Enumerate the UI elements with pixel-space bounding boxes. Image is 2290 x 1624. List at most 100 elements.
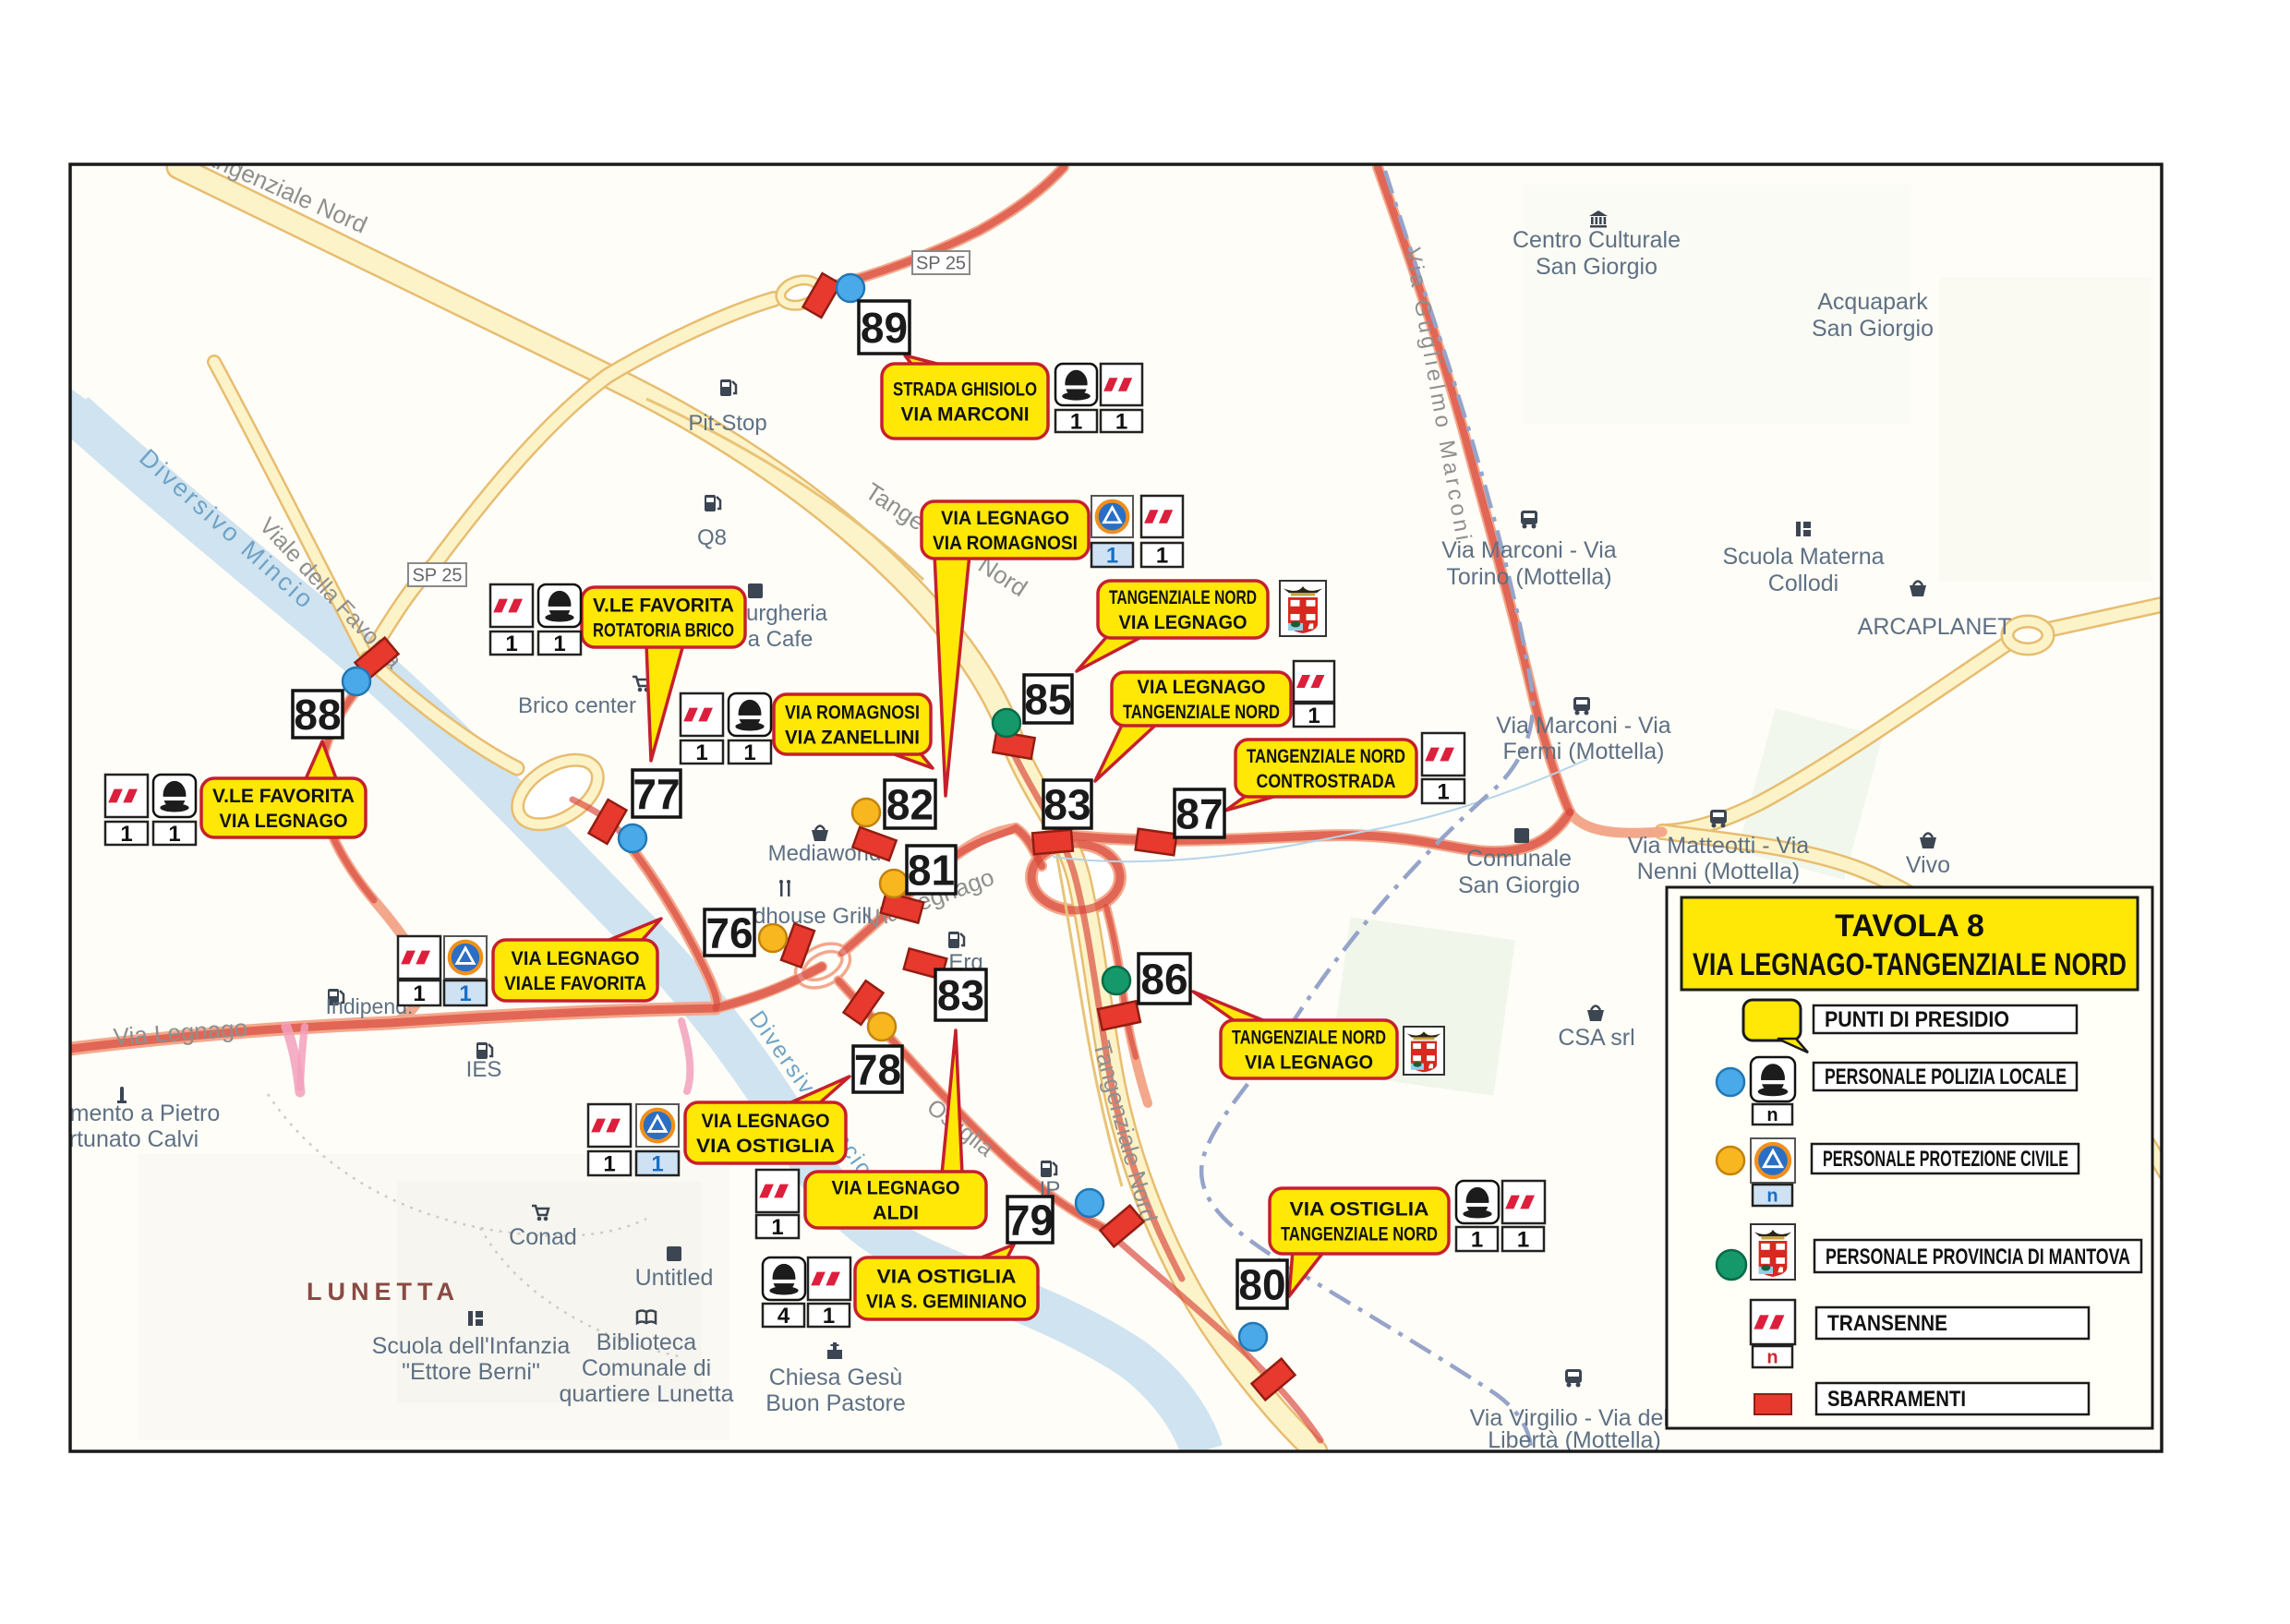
svg-text:San Giorgio: San Giorgio xyxy=(1458,872,1580,898)
svg-text:V.LE FAVORITA: V.LE FAVORITA xyxy=(593,595,734,616)
svg-text:Via Marconi - Via: Via Marconi - Via xyxy=(1496,713,1671,739)
svg-text:TAVOLA 8: TAVOLA 8 xyxy=(1835,908,1984,944)
svg-text:Via Virgilio - Via della: Via Virgilio - Via della xyxy=(1470,1405,1687,1431)
svg-text:TANGENZIALE NORD: TANGENZIALE NORD xyxy=(1232,1027,1386,1048)
svg-text:1: 1 xyxy=(1106,544,1118,569)
svg-text:SBARRAMENTI: SBARRAMENTI xyxy=(1827,1387,1966,1412)
svg-text:Scuola dell'Infanzia: Scuola dell'Infanzia xyxy=(372,1333,571,1359)
svg-text:1: 1 xyxy=(695,740,707,765)
svg-text:VIA LEGNAGO: VIA LEGNAGO xyxy=(1138,677,1266,698)
svg-text:1: 1 xyxy=(1308,704,1320,728)
svg-text:quartiere Lunetta: quartiere Lunetta xyxy=(559,1381,733,1407)
svg-text:1: 1 xyxy=(1115,410,1127,435)
svg-text:SP 25: SP 25 xyxy=(412,566,462,586)
svg-text:76: 76 xyxy=(705,909,753,957)
svg-text:LUNETTA: LUNETTA xyxy=(307,1278,460,1305)
svg-text:"Ettore Berni": "Ettore Berni" xyxy=(402,1359,540,1385)
svg-text:Pit-Stop: Pit-Stop xyxy=(688,411,766,436)
svg-text:umento a Pietro: umento a Pietro xyxy=(57,1101,221,1126)
svg-text:1: 1 xyxy=(823,1304,835,1329)
svg-text:77: 77 xyxy=(633,770,680,818)
svg-text:VIA LEGNAGO: VIA LEGNAGO xyxy=(220,811,348,832)
svg-text:VIA S. GEMINIANO: VIA S. GEMINIANO xyxy=(866,1291,1027,1312)
svg-text:85: 85 xyxy=(1024,676,1071,724)
svg-text:Comunale di: Comunale di xyxy=(582,1355,711,1381)
svg-text:n: n xyxy=(1766,1186,1778,1207)
svg-text:1: 1 xyxy=(120,822,132,847)
svg-text:IES: IES xyxy=(466,1057,502,1082)
svg-text:Q8: Q8 xyxy=(697,525,727,550)
svg-text:80: 80 xyxy=(1238,1261,1285,1309)
svg-text:1: 1 xyxy=(1156,544,1168,569)
svg-text:VIA ROMAGNOSI: VIA ROMAGNOSI xyxy=(785,702,920,723)
svg-text:87: 87 xyxy=(1175,790,1223,838)
svg-text:VIA LEGNAGO-TANGENZIALE NORD: VIA LEGNAGO-TANGENZIALE NORD xyxy=(1693,947,2127,982)
svg-text:88: 88 xyxy=(294,691,341,739)
svg-text:SP 25: SP 25 xyxy=(916,254,966,274)
svg-text:Vivo: Vivo xyxy=(1906,852,1950,878)
svg-text:Libertà (Mottella): Libertà (Mottella) xyxy=(1488,1427,1661,1453)
svg-text:TANGENZIALE NORD: TANGENZIALE NORD xyxy=(1123,702,1280,723)
svg-text:urgheria: urgheria xyxy=(746,601,828,626)
svg-text:a Cafe: a Cafe xyxy=(748,627,814,652)
svg-text:PERSONALE PROTEZIONE CIVILE: PERSONALE PROTEZIONE CIVILE xyxy=(1823,1147,2068,1172)
svg-text:PERSONALE PROVINCIA DI MANTOVA: PERSONALE PROVINCIA DI MANTOVA xyxy=(1826,1245,2130,1269)
svg-text:CONTROSTRADA: CONTROSTRADA xyxy=(1257,771,1396,792)
svg-text:1: 1 xyxy=(1517,1228,1529,1253)
svg-text:81: 81 xyxy=(908,847,955,895)
svg-text:1: 1 xyxy=(651,1152,663,1177)
svg-text:TANGENZIALE NORD: TANGENZIALE NORD xyxy=(1109,587,1257,608)
svg-text:Brico center: Brico center xyxy=(518,693,636,718)
svg-text:1: 1 xyxy=(505,632,517,656)
svg-text:Torino (Mottella): Torino (Mottella) xyxy=(1446,564,1611,590)
svg-text:1: 1 xyxy=(603,1152,615,1177)
svg-text:Centro Culturale: Centro Culturale xyxy=(1513,227,1681,253)
svg-text:TRANSENNE: TRANSENNE xyxy=(1827,1311,1947,1336)
svg-text:TANGENZIALE NORD: TANGENZIALE NORD xyxy=(1281,1223,1438,1245)
svg-text:Chiesa Gesù: Chiesa Gesù xyxy=(769,1365,903,1390)
svg-text:Scuola Materna: Scuola Materna xyxy=(1722,544,1884,570)
svg-text:1: 1 xyxy=(771,1215,783,1240)
svg-text:VIA LEGNAGO: VIA LEGNAGO xyxy=(1119,612,1247,633)
svg-text:ALDI: ALDI xyxy=(873,1202,919,1223)
svg-text:4: 4 xyxy=(777,1304,790,1329)
svg-text:1: 1 xyxy=(1471,1228,1483,1253)
svg-text:89: 89 xyxy=(861,304,908,352)
svg-text:1: 1 xyxy=(553,632,565,656)
svg-text:San Giorgio: San Giorgio xyxy=(1536,254,1657,280)
svg-text:Buon Pastore: Buon Pastore xyxy=(765,1390,906,1416)
svg-text:VIA LEGNAGO: VIA LEGNAGO xyxy=(702,1111,830,1132)
svg-text:CSA srl: CSA srl xyxy=(1558,1025,1634,1051)
svg-text:STRADA GHISIOLO: STRADA GHISIOLO xyxy=(893,379,1037,400)
svg-text:1: 1 xyxy=(168,822,180,847)
svg-text:VIA ROMAGNOSI: VIA ROMAGNOSI xyxy=(933,533,1078,554)
svg-text:Via Marconi - Via: Via Marconi - Via xyxy=(1441,537,1617,563)
svg-text:Biblioteca: Biblioteca xyxy=(597,1329,696,1355)
svg-text:VIALE FAVORITA: VIALE FAVORITA xyxy=(504,973,646,994)
svg-text:ARCAPLANET: ARCAPLANET xyxy=(1858,614,2012,640)
svg-text:Via Matteotti - Via: Via Matteotti - Via xyxy=(1628,833,1809,859)
svg-text:TANGENZIALE NORD: TANGENZIALE NORD xyxy=(1247,746,1405,767)
svg-text:86: 86 xyxy=(1140,956,1187,1004)
svg-text:n: n xyxy=(1766,1105,1778,1125)
svg-text:ROTATORIA BRICO: ROTATORIA BRICO xyxy=(593,620,734,641)
svg-text:Acquapark: Acquapark xyxy=(1817,289,1928,315)
svg-text:Collodi: Collodi xyxy=(1768,571,1838,596)
svg-text:83: 83 xyxy=(937,971,984,1019)
svg-text:PUNTI DI PRESIDIO: PUNTI DI PRESIDIO xyxy=(1825,1007,2009,1032)
svg-text:n: n xyxy=(1766,1348,1778,1368)
svg-text:Comunale: Comunale xyxy=(1466,846,1572,872)
svg-text:82: 82 xyxy=(886,781,934,829)
svg-text:VIA LEGNAGO: VIA LEGNAGO xyxy=(941,508,1069,529)
svg-text:Conad: Conad xyxy=(509,1224,577,1250)
svg-text:Fermi (Mottella): Fermi (Mottella) xyxy=(1502,739,1664,764)
svg-text:VIA LEGNAGO: VIA LEGNAGO xyxy=(1245,1052,1373,1073)
svg-text:VIA MARCONI: VIA MARCONI xyxy=(901,403,1030,425)
svg-text:1: 1 xyxy=(1437,780,1449,805)
svg-text:1: 1 xyxy=(1070,410,1082,435)
svg-text:VIA OSTIGLIA: VIA OSTIGLIA xyxy=(696,1136,835,1157)
svg-text:VIA OSTIGLIA: VIA OSTIGLIA xyxy=(877,1266,1017,1287)
svg-text:79: 79 xyxy=(1006,1197,1054,1245)
svg-text:78: 78 xyxy=(854,1046,901,1094)
svg-text:VIA OSTIGLIA: VIA OSTIGLIA xyxy=(1290,1198,1429,1220)
